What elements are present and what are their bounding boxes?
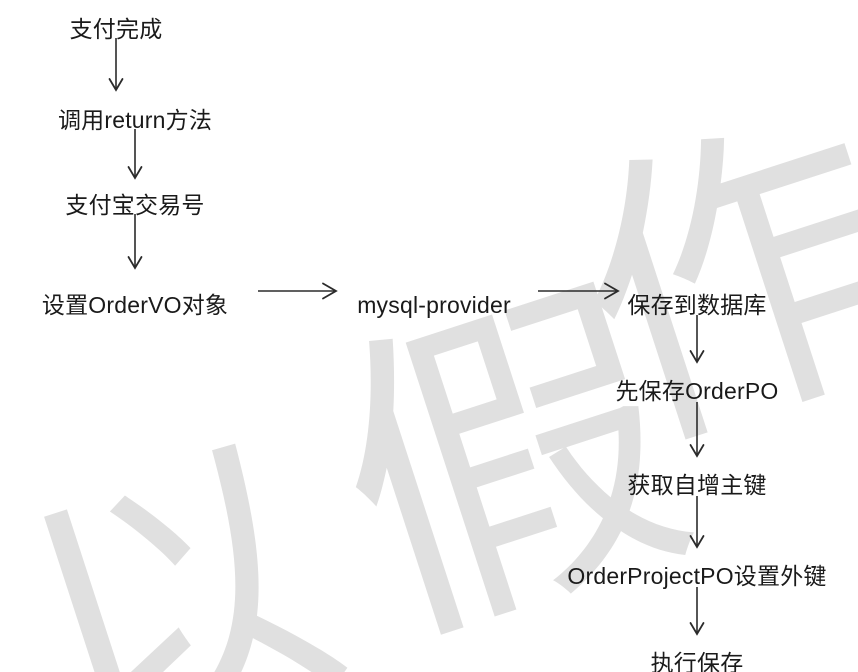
flow-node-n1: 支付完成 [69,16,163,42]
flow-node-n8: 获取自增主键 [627,472,767,498]
flow-node-n4: 设置OrderVO对象 [41,292,229,318]
arrow-n3-to-n4 [127,214,143,270]
flow-node-n10: 执行保存 [650,650,744,672]
arrow-n4-to-n5 [258,282,338,300]
flow-node-n3: 支付宝交易号 [65,192,205,218]
flow-node-n6: 保存到数据库 [627,292,767,318]
arrow-n5-to-n6 [538,282,620,300]
flow-node-n7: 先保存OrderPO [615,378,779,404]
arrow-n8-to-n9 [689,496,705,549]
watermark-char: 以 [0,392,377,672]
arrow-n2-to-n3 [127,129,143,180]
watermark-char: 假 [293,231,727,672]
arrow-n1-to-n2 [108,38,124,92]
flow-node-n2: 调用return方法 [57,107,213,133]
arrow-n9-to-n10 [689,587,705,636]
flow-node-n9: OrderProjectPO设置外键 [567,563,827,589]
arrow-n7-to-n8 [689,402,705,458]
flow-node-n5: mysql-provider [357,292,511,318]
arrow-n6-to-n7 [689,315,705,364]
